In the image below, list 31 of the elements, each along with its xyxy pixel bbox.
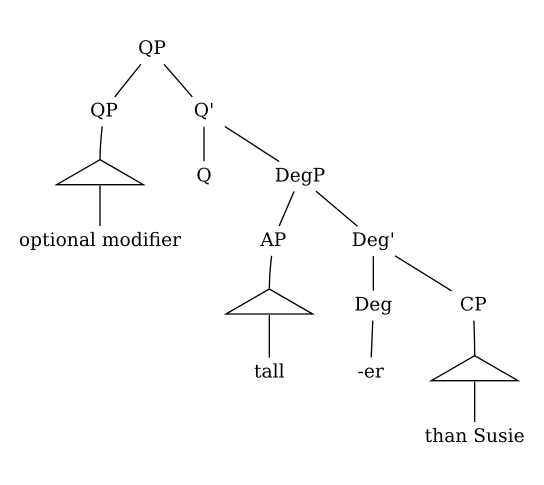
node-text: optional modifier bbox=[18, 229, 182, 250]
connector bbox=[370, 320, 374, 357]
connector bbox=[114, 63, 142, 97]
node-text: DegP bbox=[274, 164, 326, 186]
connector bbox=[315, 190, 358, 226]
node-text: Q' bbox=[194, 100, 214, 122]
node-text: AP bbox=[260, 229, 286, 250]
connector bbox=[203, 126, 205, 161]
node-triangle bbox=[54, 158, 146, 185]
connector bbox=[268, 314, 270, 358]
connector bbox=[164, 63, 193, 97]
connector bbox=[473, 320, 476, 356]
connector bbox=[268, 255, 272, 288]
node-triangle bbox=[224, 288, 316, 314]
node-text: QP bbox=[90, 100, 118, 122]
node-triangle bbox=[428, 354, 520, 381]
connector bbox=[394, 254, 452, 291]
node-text: QP bbox=[138, 37, 166, 58]
node-text: than Susie bbox=[424, 425, 525, 446]
node-text: -er bbox=[358, 360, 384, 382]
connector bbox=[99, 126, 103, 160]
connector bbox=[99, 185, 101, 226]
connector bbox=[278, 190, 295, 226]
connector bbox=[474, 381, 476, 422]
node-text: Deg' bbox=[352, 229, 395, 250]
node-text: Deg bbox=[354, 294, 392, 316]
node-text: CP bbox=[460, 294, 487, 316]
connector bbox=[372, 256, 374, 290]
connector bbox=[224, 125, 280, 162]
node-text: Q bbox=[196, 164, 212, 186]
node-text: tall bbox=[254, 360, 285, 382]
